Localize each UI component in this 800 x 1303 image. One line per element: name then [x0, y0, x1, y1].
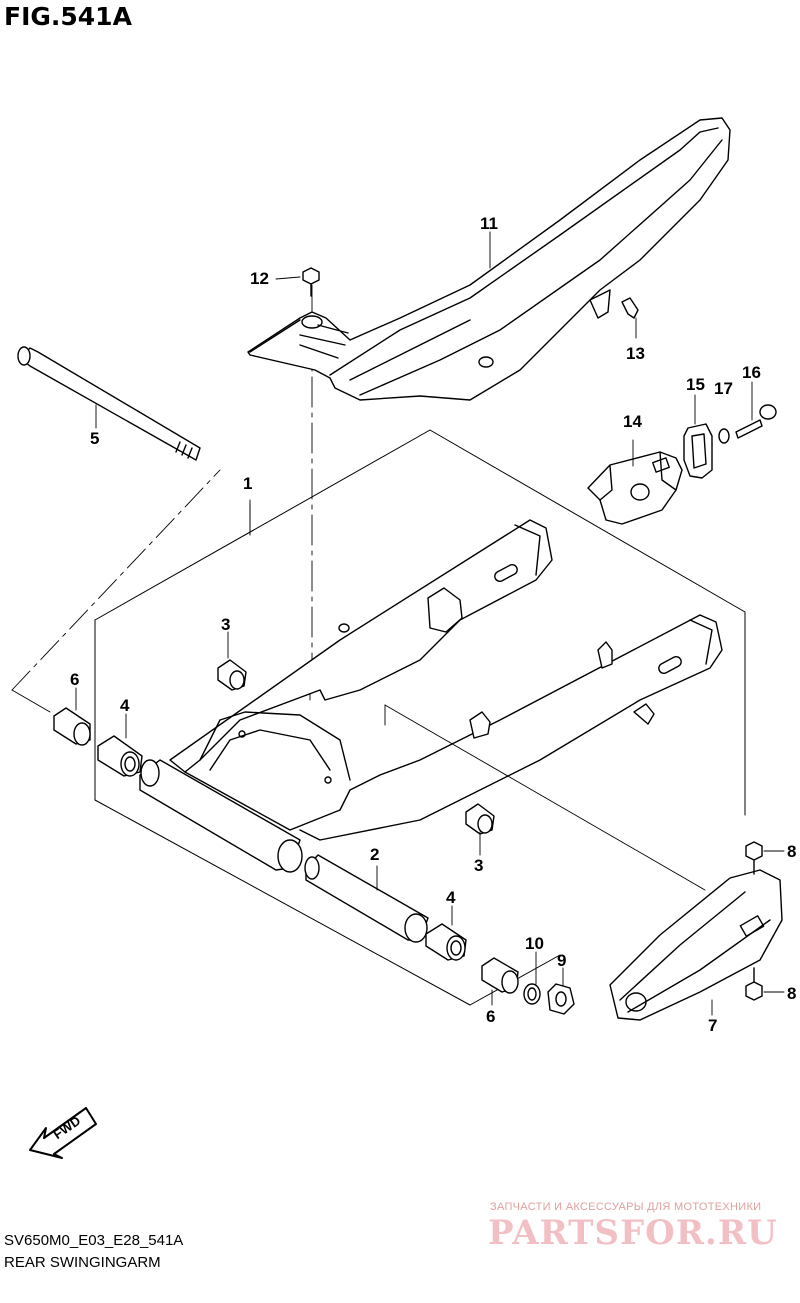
callout-12: 12	[250, 269, 269, 288]
swingarm-body	[169, 499, 723, 841]
bolt-12	[275, 267, 320, 297]
callout-8-upper: 8	[787, 842, 797, 861]
callout-7: 7	[708, 1016, 718, 1035]
watermark-tagline: ЗАПЧАСТИ И АКСЕССУАРЫ ДЛЯ МОТОТЕХНИКИ	[490, 1201, 762, 1213]
callout-10: 10	[525, 934, 544, 953]
bearing-4-left	[97, 713, 143, 777]
callout-13: 13	[626, 344, 645, 363]
bolt-8-lower	[745, 967, 785, 1001]
callout-9: 9	[557, 951, 567, 970]
chain-guide-7	[609, 869, 783, 1021]
callout-4-right: 4	[446, 888, 456, 907]
callout-14: 14	[623, 412, 642, 431]
figure-caption: REAR SWINGINGARM	[4, 1254, 161, 1271]
callout-17: 17	[714, 379, 733, 398]
callout-1: 1	[243, 474, 253, 493]
chain-guide-bracket	[587, 439, 683, 525]
callout-3-lower: 3	[474, 856, 484, 875]
bolt-8-upper	[745, 841, 785, 875]
callout-4-left: 4	[120, 696, 130, 715]
nut-9	[547, 967, 575, 1015]
washer-17	[718, 428, 730, 444]
spacer-6-right	[481, 957, 519, 1006]
callout-2: 2	[370, 845, 380, 864]
figure-code: SV650M0_E03_E28_541A	[4, 1232, 184, 1249]
fwd-arrow-icon	[29, 1107, 97, 1159]
bearing-4-right	[425, 905, 467, 961]
washer-10	[523, 951, 541, 1005]
chain-cover	[247, 117, 731, 401]
leader-lines	[95, 231, 491, 429]
spacer-tube-2	[304, 854, 429, 943]
pivot-shaft	[17, 346, 201, 461]
figure-title: FIG.541A	[4, 2, 132, 31]
callout-8-lower: 8	[787, 984, 797, 1003]
callout-3-upper: 3	[221, 615, 231, 634]
gasket-15	[683, 394, 713, 479]
spacer-6-left	[53, 687, 91, 746]
callout-15: 15	[686, 375, 705, 394]
bearing-3-lower	[465, 803, 495, 856]
callout-5: 5	[90, 429, 100, 448]
bearing-3-upper	[217, 631, 247, 691]
callout-11: 11	[480, 214, 498, 233]
tube-2	[139, 759, 303, 873]
callout-6-right: 6	[486, 1007, 496, 1026]
callout-16: 16	[742, 363, 761, 382]
callout-6-left: 6	[70, 670, 80, 689]
bolt-16	[735, 381, 777, 439]
watermark-logo: PARTSFOR.RU	[488, 1213, 778, 1253]
screw-13	[621, 297, 639, 339]
